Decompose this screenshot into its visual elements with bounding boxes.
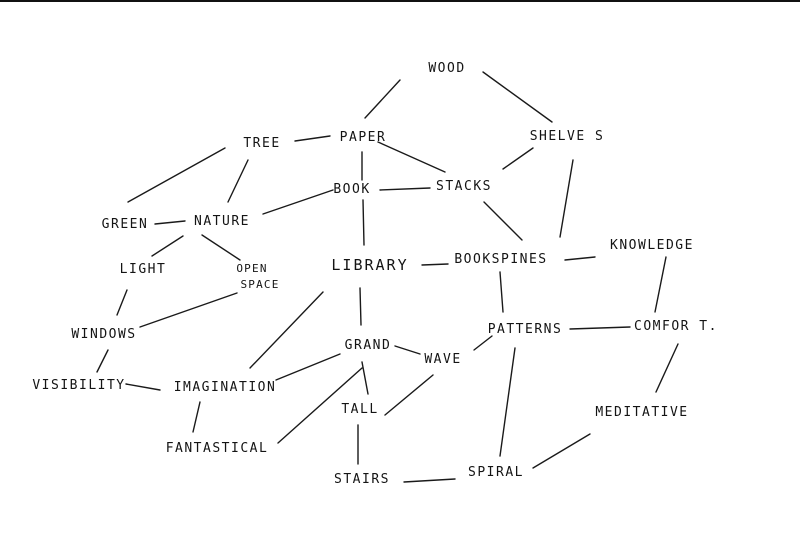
connector-green-nature (154, 220, 186, 225)
node-fantastical: FANTASTICAL (165, 441, 269, 457)
connector-bookspines-patterns (499, 271, 504, 313)
connector-shelves-bookspines (559, 159, 574, 238)
node-grand: GRAND (344, 338, 392, 354)
node-stairs: STAIRS (334, 472, 390, 488)
connector-space-windows (139, 292, 238, 328)
node-comfort: COMFOR T. (634, 319, 718, 335)
node-wave: WAVE (424, 352, 462, 368)
connector-tree-green (127, 147, 226, 203)
node-open: OPEN (236, 262, 268, 276)
connector-windows-visibility (96, 349, 109, 373)
node-tree: TREE (243, 136, 281, 152)
node-light: LIGHT (119, 262, 167, 278)
connector-library-imagination (249, 291, 324, 369)
connector-wave-tall (384, 374, 434, 416)
connector-book-nature (262, 189, 334, 215)
node-patterns: PATTERNS (487, 322, 563, 338)
connector-stairs-spiral (403, 478, 456, 483)
connector-stacks-bookspines (483, 201, 523, 241)
connector-knowledge-comfort (654, 256, 667, 313)
node-spiral: SPIRAL (468, 465, 524, 481)
connector-patterns-comfort (569, 326, 631, 330)
connector-tree-nature (227, 159, 249, 203)
node-book: BOOK (333, 182, 371, 198)
connector-grand-imagination (275, 353, 341, 381)
connector-light-windows (116, 289, 128, 316)
node-library: LIBRARY (331, 256, 409, 275)
node-shelves: SHELVE S (529, 129, 605, 145)
connector-imagination-fantastical (192, 401, 201, 433)
connector-nature-open (201, 234, 241, 261)
connector-grand-wave (394, 345, 421, 355)
node-nature: NATURE (194, 214, 250, 230)
node-knowledge: KNOWLEDGE (610, 238, 694, 254)
node-imagination: IMAGINATION (173, 380, 277, 396)
connector-wood-paper (364, 79, 401, 119)
node-paper: PAPER (339, 130, 387, 146)
node-stacks: STACKS (436, 179, 492, 195)
connector-spiral-meditative (532, 433, 591, 469)
node-windows: WINDOWS (71, 327, 137, 343)
connector-shelves-stacks (502, 147, 534, 170)
connector-grand-tall (361, 361, 369, 395)
connector-library-grand (359, 287, 362, 326)
node-meditative: MEDITATIVE (595, 405, 689, 421)
connector-paper-stacks (377, 141, 446, 173)
connector-grand-fantastical (277, 367, 363, 444)
connector-patterns-wave (473, 335, 493, 351)
connector-bookspines-knowledge (564, 256, 596, 261)
connector-book-stacks (379, 187, 431, 191)
node-green: GREEN (101, 217, 149, 233)
connector-library-bookspines (421, 263, 449, 266)
connector-nature-light (151, 235, 184, 257)
connector-book-library (362, 199, 365, 246)
connector-paper-tree (294, 135, 331, 142)
connector-comfort-meditative (655, 343, 679, 393)
node-bookspines: BOOKSPINES (454, 252, 548, 268)
node-space: SPACE (240, 278, 280, 292)
connector-visibility-imagination (125, 383, 161, 391)
connector-patterns-spiral (499, 347, 516, 457)
connector-wood-shelves (482, 71, 553, 123)
node-tall: TALL (341, 402, 379, 418)
node-visibility: VISIBILITY (32, 378, 126, 394)
node-wood: WOOD (428, 61, 466, 77)
